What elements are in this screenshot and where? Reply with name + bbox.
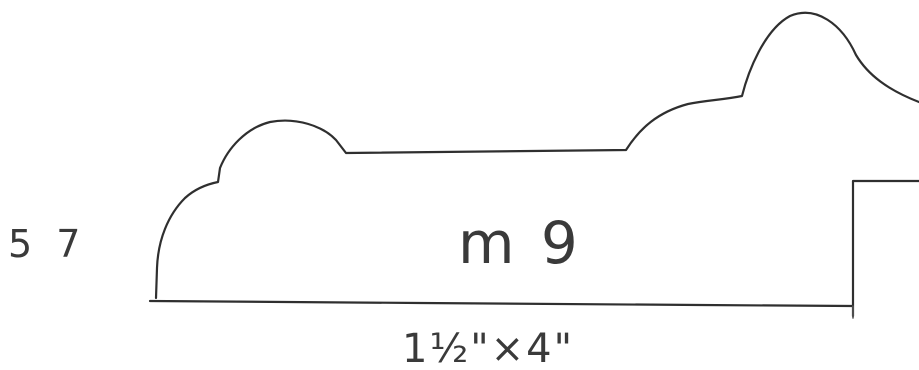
base-line — [148, 299, 854, 308]
rabbet-step — [851, 179, 919, 318]
profile-code: m 9 — [458, 209, 582, 277]
dimension-label: 1½"×4" — [402, 326, 574, 370]
molding-profile-outline — [154, 11, 919, 300]
number-label: 5 7 — [8, 222, 86, 266]
